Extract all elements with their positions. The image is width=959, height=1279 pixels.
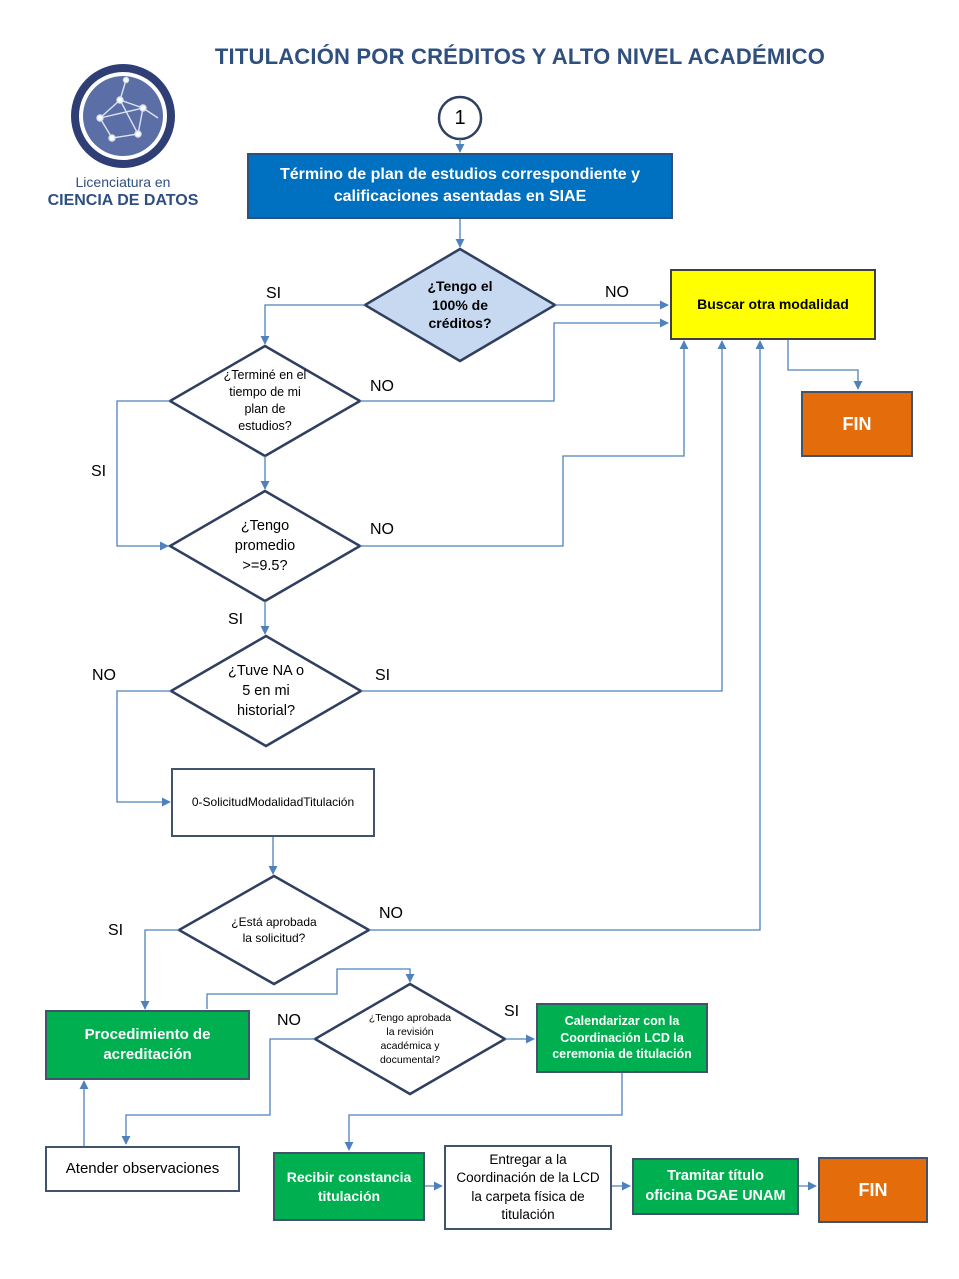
edge-aprobada-no bbox=[369, 340, 765, 931]
edge-q100-si bbox=[260, 304, 365, 345]
q-promedio-label: ¿Tengo promedio >=9.5? bbox=[234, 517, 296, 575]
diamond-revision-shape bbox=[312, 982, 508, 1096]
tramitar-titulo-box: Tramitar título oficina DGAE UNAM bbox=[632, 1158, 799, 1215]
fin-bottom-box: FIN bbox=[818, 1157, 928, 1223]
termino-plan-box: Término de plan de estudios correspondie… bbox=[247, 153, 673, 219]
page-title: TITULACIÓN POR CRÉDITOS Y ALTO NIVEL ACA… bbox=[214, 44, 826, 69]
calendarizar-box: Calendarizar con la Coordinación LCD la … bbox=[536, 1003, 708, 1073]
edge-tiempo-no bbox=[360, 318, 669, 402]
edge-label-si-aprobada: SI bbox=[108, 922, 124, 939]
atender-observaciones-box: Atender observaciones bbox=[45, 1146, 240, 1192]
solicitud-box: 0-SolicitudModalidadTitulación bbox=[171, 768, 375, 837]
q-revision-label: ¿Tengo aprobada la revisión académica y … bbox=[368, 1011, 452, 1067]
edge-procedimiento-to-revision bbox=[206, 968, 415, 1009]
logo-text-line2: CIENCIA DE DATOS bbox=[47, 192, 199, 209]
edge-revision-no bbox=[121, 1038, 315, 1145]
diamond-aprobada-shape bbox=[176, 874, 372, 986]
edge-tiempo-si bbox=[116, 400, 170, 551]
edge-label-si-tiempo: SI bbox=[91, 463, 107, 480]
edge-label-no-aprobada: NO bbox=[379, 905, 403, 922]
q-tiempo-label: ¿Terminé en el tiempo de mi plan de estu… bbox=[223, 368, 307, 433]
q-aprobada-label: ¿Está aprobada la solicitud? bbox=[231, 914, 317, 945]
edge-na-si bbox=[361, 340, 727, 692]
edge-label-no-tiempo: NO bbox=[370, 378, 394, 395]
edge-na-no bbox=[116, 690, 171, 807]
buscar-otra-modalidad-box: Buscar otra modalidad bbox=[670, 269, 876, 340]
q-na-label: ¿Tuve NA o 5 en mi historial? bbox=[227, 662, 305, 720]
edge-label-no-100: NO bbox=[605, 284, 629, 301]
fin-top-box: FIN bbox=[801, 391, 913, 457]
start-node-label: 1 bbox=[454, 106, 466, 129]
edge-buscar-to-fin bbox=[787, 340, 863, 390]
edge-promedio-no bbox=[360, 340, 689, 547]
edge-label-si-100: SI bbox=[266, 285, 282, 302]
edge-aprobada-si bbox=[140, 929, 179, 1010]
logo bbox=[71, 64, 175, 168]
q-100-creditos-label: ¿Tengo el 100% de créditos? bbox=[427, 277, 493, 332]
edge-label-no-revision: NO bbox=[277, 1012, 301, 1029]
edge-label-no-na: NO bbox=[92, 667, 116, 684]
procedimiento-acreditacion-box: Procedimiento de acreditación bbox=[45, 1010, 250, 1080]
edge-label-no-promedio: NO bbox=[370, 521, 394, 538]
entregar-carpeta-box: Entregar a la Coordinación de la LCD la … bbox=[444, 1145, 612, 1230]
recibir-constancia-box: Recibir constancia titulación bbox=[273, 1152, 425, 1221]
edge-calendarizar-to-recibir bbox=[344, 1072, 623, 1151]
diamond-100-creditos-shape bbox=[362, 247, 558, 363]
edge-label-si-na: SI bbox=[375, 667, 391, 684]
logo-text-line1: Licenciatura en bbox=[75, 174, 171, 190]
edge-label-si-promedio: SI bbox=[228, 611, 244, 628]
diamond-na-shape bbox=[168, 634, 364, 748]
edge-label-si-revision: SI bbox=[504, 1003, 520, 1020]
